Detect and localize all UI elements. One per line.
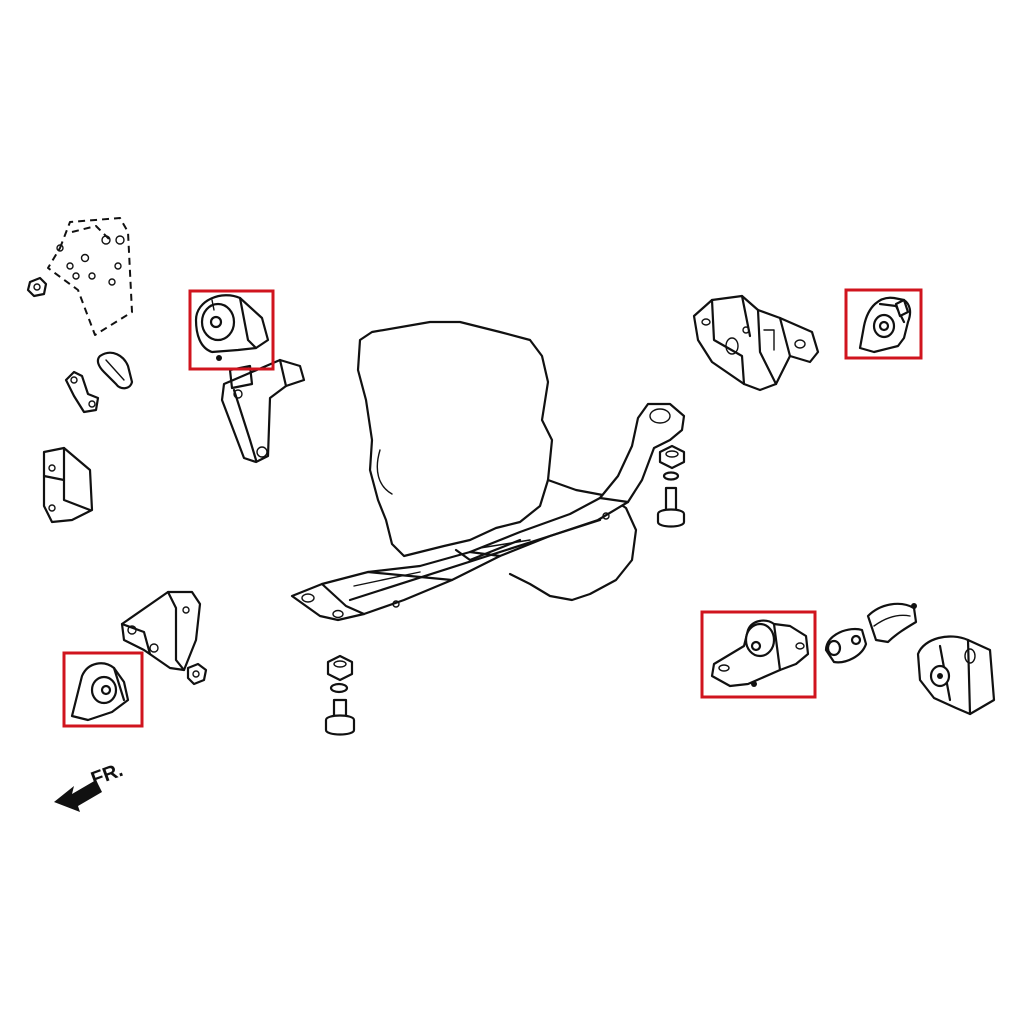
highlight-box-rear-right-transmission-mount (844, 288, 923, 360)
curved-insulator-small (96, 351, 134, 390)
highlight-box-rear-engine-mount (700, 610, 817, 699)
arrow-left-icon (54, 780, 102, 812)
rear-right-transmission-mount (858, 296, 912, 354)
insulator-washer (824, 627, 868, 664)
direction-label: FR. (88, 759, 126, 791)
front-direction-arrow: FR. (54, 759, 126, 812)
nut-lower-left (186, 662, 208, 686)
crossmember-nut-lower (324, 654, 356, 736)
lower-left-bracket (120, 590, 202, 672)
link-bracket-small (64, 370, 100, 414)
front-mount-bracket (220, 358, 306, 464)
body-bracket-dashed (47, 217, 133, 336)
transmission-bracket (692, 294, 820, 392)
crossmember-nut-right (656, 444, 686, 528)
side-mount-plate (42, 446, 94, 524)
front-engine-mount (194, 294, 270, 361)
front-left-mount (70, 662, 130, 722)
rear-mount-bracket (916, 635, 996, 716)
highlight-box-front-engine-mount (188, 289, 275, 371)
crossmember (290, 402, 686, 622)
highlight-box-front-left-mount (62, 651, 144, 728)
curved-insulator-right (866, 602, 918, 644)
nut-small-left (26, 276, 48, 298)
rear-engine-mount (710, 619, 810, 688)
